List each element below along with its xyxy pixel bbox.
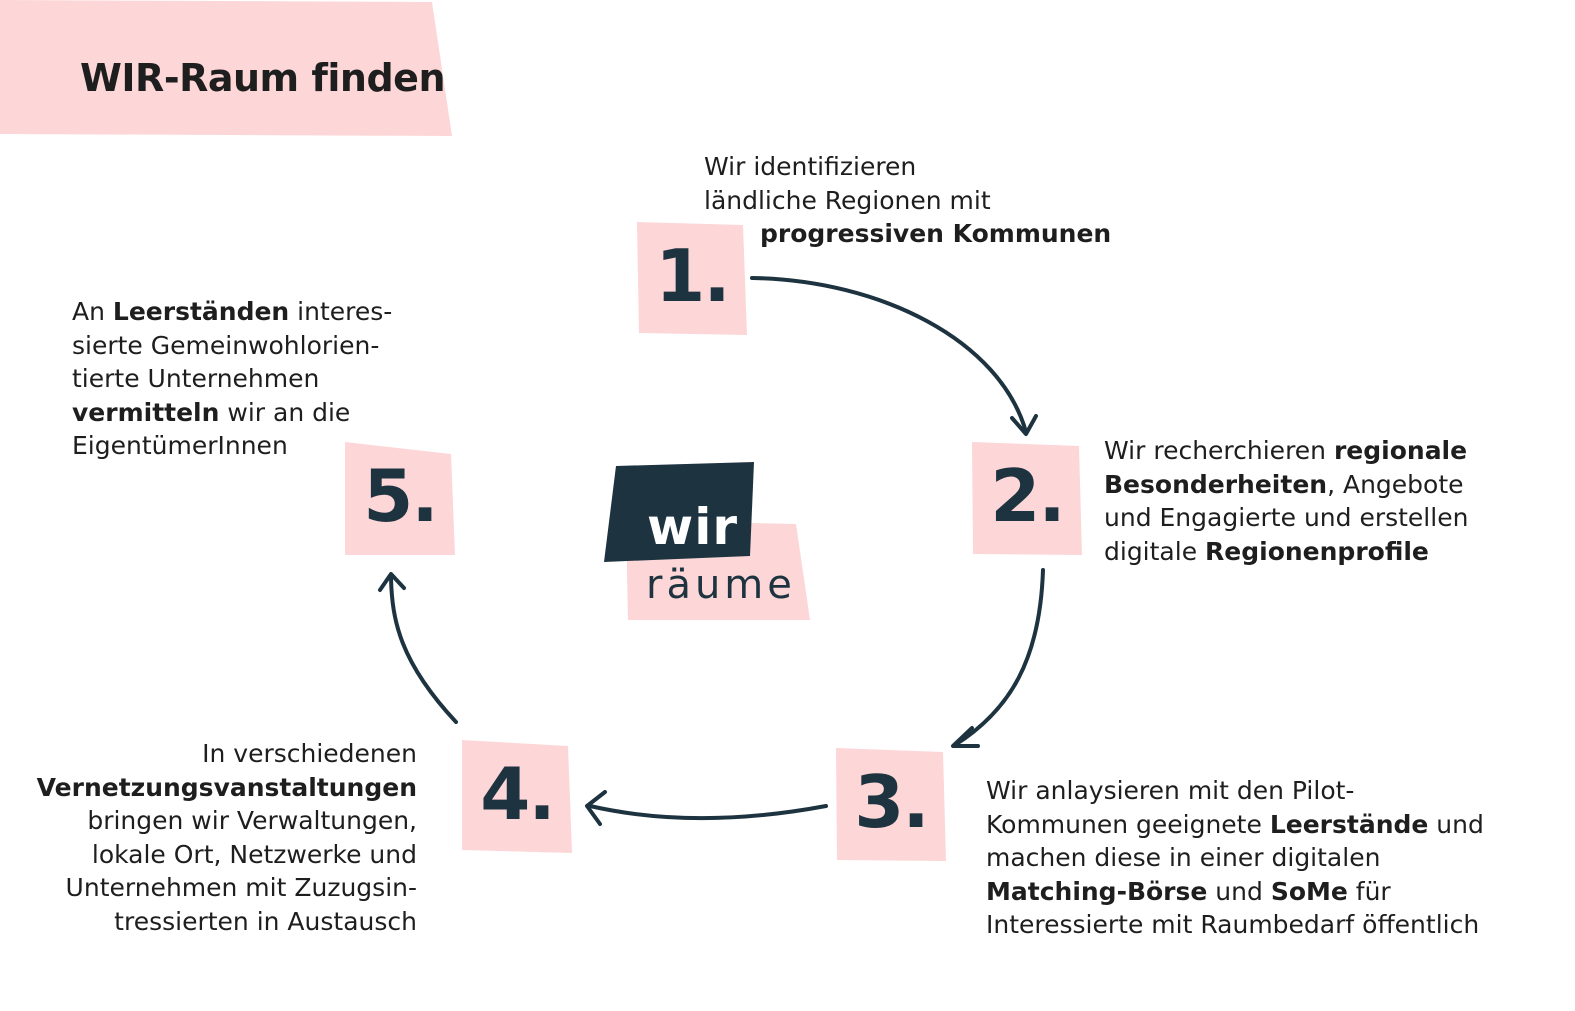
step-2-number: 2. [990,454,1065,538]
step-3-number: 3. [854,760,929,844]
step-2-box: 2. [972,442,1082,555]
step-5-line-2: sierte Gemeinwohlorien- [72,330,380,360]
step-1-box: 1. [637,222,747,335]
arrowhead-1-to-2 [1010,414,1038,436]
step-5-line-5: EigentümerInnen [72,431,288,460]
page-title: WIR-Raum finden [80,56,446,100]
arrowhead-2-to-3 [951,726,980,748]
step-2-line-3: und Engagierte und erstellen [1104,503,1469,532]
step-5-line-1: An Leerständen interes- [72,297,393,326]
step-1-line-3: progressiven Kommunen [760,219,1112,248]
step-3-line-4: Matching-Börse und SoMe für [986,876,1391,906]
step-1-line-2: ländliche Regionen mit [704,185,991,215]
logo-raeume-text: räume [646,562,796,608]
step-4-line-6: tressierten in Austausch [114,906,417,936]
arrowhead-3-to-4 [585,790,607,826]
arrow-1-to-2 [750,276,1028,434]
step-5-description: An Leerständen interes- sierte Gemeinwoh… [72,295,392,463]
step-5-number: 5. [363,454,438,538]
step-3-description: Wir anlaysieren mit den Pilot- Kommunen … [986,774,1484,942]
step-5-line-4: vermitteln wir an die [72,397,351,427]
step-4-number: 4. [480,752,555,836]
step-5-box: 5. [345,442,455,555]
step-4-line-1: In verschiedenen [202,739,417,768]
step-5-line-3: tierte Unternehmen [72,364,320,393]
logo-wir-text: wir [647,498,738,556]
step-4-line-4: lokale Ort, Netzwerke und [91,839,417,869]
arrow-2-to-3 [953,568,1045,747]
arrowhead-4-to-5 [378,572,406,592]
step-4-line-5: Unternehmen mit Zuzugsin- [65,873,417,902]
step-3-line-5: Interessierte mit Raumbedarf öffentlich [986,910,1480,939]
step-2-description: Wir recherchieren regionale Besonderheit… [1104,434,1468,568]
step-4-line-3: bringen wir Verwaltungen, [87,806,417,835]
step-4-line-2: Vernetzungsvanstaltungen [36,772,417,802]
step-4-description: In verschiedenen Vernetzungsvanstaltunge… [37,737,417,938]
step-3-box: 3. [836,748,946,861]
wir-raeume-logo: wir räume [604,462,814,624]
arrow-4-to-5 [389,576,458,724]
step-2-line-4: digitale Regionenprofile [1104,536,1429,566]
step-1-number: 1. [655,234,730,318]
step-1-description: Wir identifizieren ländliche Regionen mi… [704,150,1111,251]
step-3-line-1: Wir anlaysieren mit den Pilot- [986,776,1355,805]
step-1-line-1: Wir identifizieren [704,152,917,181]
arrow-3-to-4 [588,804,828,820]
title-banner [0,0,452,136]
step-2-line-1: Wir recherchieren regionale [1104,436,1468,465]
step-2-line-2: Besonderheiten, Angebote [1104,469,1464,499]
step-4-box: 4. [462,740,572,853]
step-3-line-3: machen diese in einer digitalen [986,843,1381,872]
step-3-line-2: Kommunen geeignete Leerstände und [986,809,1484,839]
